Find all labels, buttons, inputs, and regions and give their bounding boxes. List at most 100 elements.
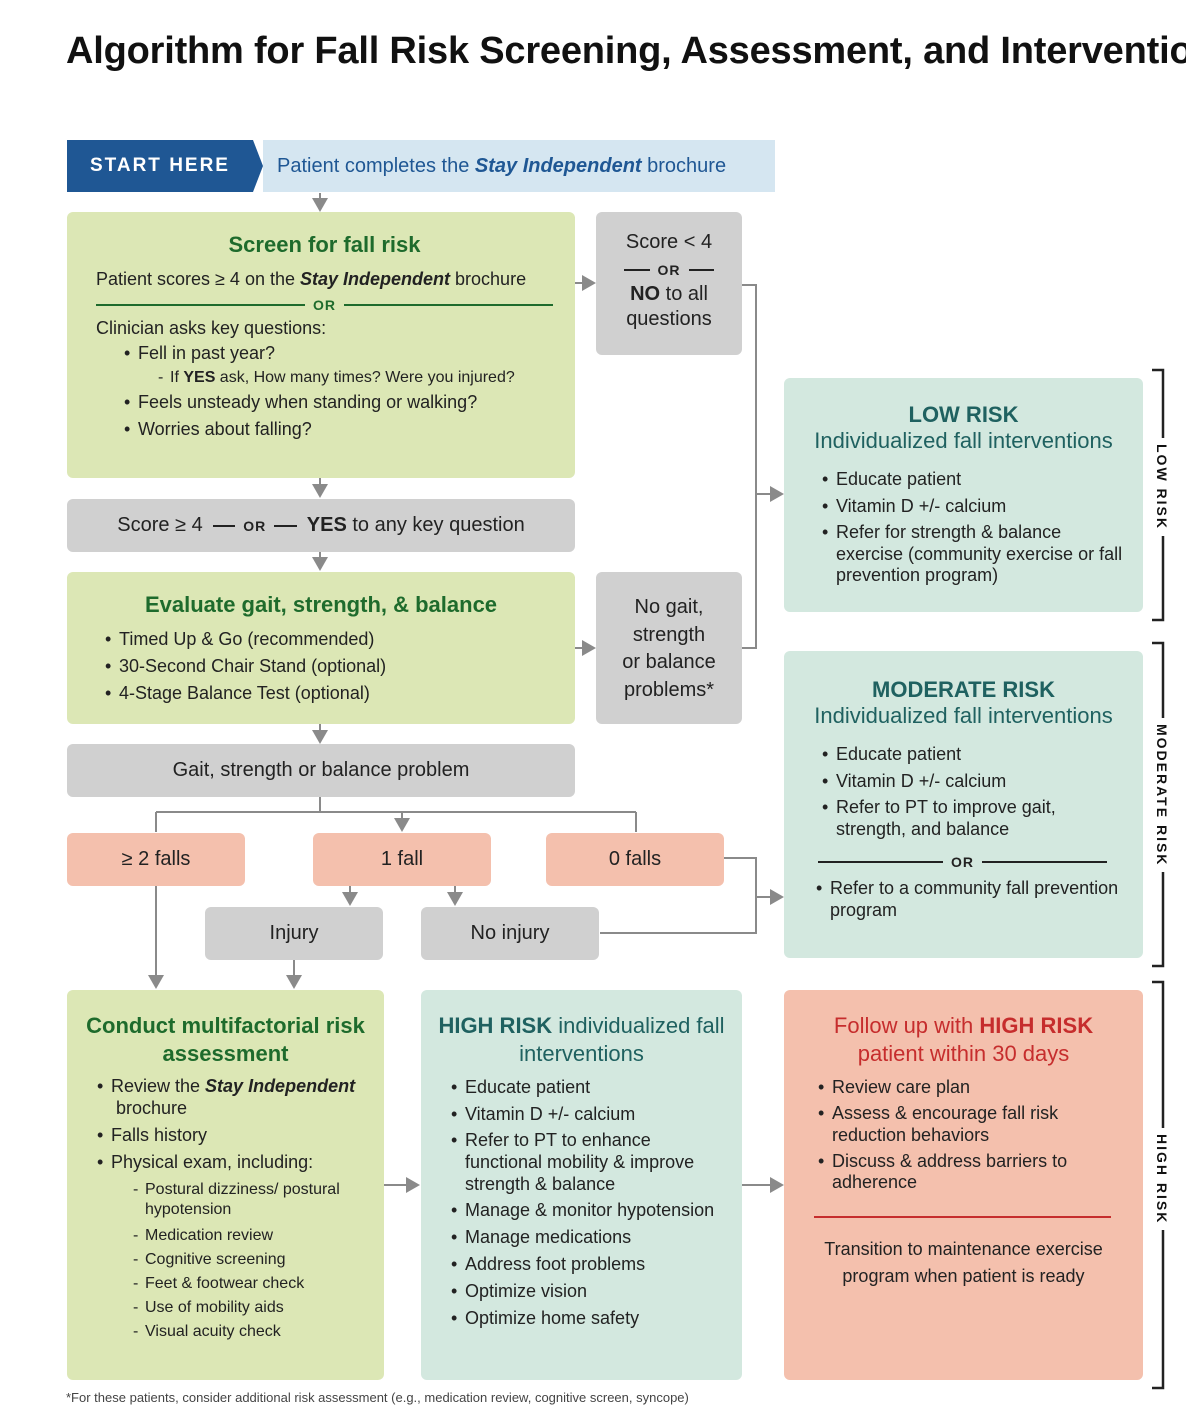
low-risk-subheading: Individualized fall interventions bbox=[814, 428, 1113, 453]
high-risk-item: Manage medications bbox=[451, 1226, 728, 1249]
evaluate-item: 4-Stage Balance Test (optional) bbox=[105, 682, 553, 705]
screen-heading: Screen for fall risk bbox=[228, 232, 421, 257]
multifactorial-box: Conduct multifactorial risk assessment R… bbox=[67, 990, 384, 1380]
high-risk-item: Educate patient bbox=[451, 1076, 728, 1099]
screen-line1-em: Stay Independent bbox=[300, 269, 451, 289]
start-text-pre: Patient completes the bbox=[277, 154, 475, 177]
review-em: Stay Independent bbox=[205, 1076, 356, 1097]
multifactorial-review: Review the Stay Independent brochure bbox=[97, 1076, 370, 1119]
moderate-or-label: OR bbox=[951, 854, 974, 871]
score-low-line2: NO to all bbox=[596, 282, 742, 308]
moderate-risk-box: MODERATE RISK Individualized fall interv… bbox=[784, 651, 1143, 958]
multifactorial-sub-item: Use of mobility aids bbox=[133, 1299, 370, 1317]
high-risk-box: HIGH RISK individualized fall interventi… bbox=[421, 990, 742, 1380]
multifactorial-sub-item: Cognitive screening bbox=[133, 1251, 370, 1269]
review-post: brochure bbox=[111, 1097, 188, 1118]
score-low-or: OR bbox=[624, 262, 714, 278]
followup-box: Follow up with HIGH RISK patient within … bbox=[784, 990, 1143, 1380]
evaluate-item: 30-Second Chair Stand (optional) bbox=[105, 655, 553, 678]
two-falls-box: ≥ 2 falls bbox=[67, 833, 245, 886]
no-injury-box: No injury bbox=[421, 907, 599, 960]
high-risk-item: Optimize vision bbox=[451, 1280, 728, 1303]
score-high-pre: Score ≥ 4 bbox=[117, 514, 203, 536]
screen-question-3: Worries about falling? bbox=[124, 418, 553, 441]
multifactorial-physical: Physical exam, including: bbox=[97, 1151, 370, 1174]
low-risk-item: Vitamin D +/- calcium bbox=[822, 495, 1125, 518]
screen-question-1-sub: If YES ask, How many times? Were you inj… bbox=[158, 369, 553, 387]
high-risk-item: Manage & monitor hypotension bbox=[451, 1199, 728, 1222]
no-gait-line: or balance bbox=[622, 651, 716, 674]
score-low-or-label: OR bbox=[657, 261, 681, 278]
score-high-post: to any key question bbox=[346, 514, 525, 536]
followup-heading-post: patient within 30 days bbox=[857, 1013, 1100, 1067]
low-risk-item: Educate patient bbox=[822, 468, 1125, 491]
low-risk-item: Refer for strength & balance exercise (c… bbox=[822, 522, 1125, 587]
followup-item: Discuss & address barriers to adherence bbox=[818, 1151, 1125, 1194]
start-text-post: brochure bbox=[641, 154, 727, 177]
evaluate-item: Timed Up & Go (recommended) bbox=[105, 628, 553, 651]
screen-or-divider: OR bbox=[96, 297, 553, 313]
footnote: *For these patients, consider additional… bbox=[66, 1390, 689, 1405]
moderate-risk-item: Vitamin D +/- calcium bbox=[822, 770, 1125, 793]
multifactorial-heading: Conduct multifactorial risk assessment bbox=[86, 1013, 365, 1067]
q1-sub-post: ask, How many times? Were you injured? bbox=[215, 369, 515, 387]
score-low-line3: questions bbox=[626, 308, 712, 331]
moderate-risk-item: Educate patient bbox=[822, 743, 1125, 766]
multifactorial-sub-item: Postural dizziness/ postural hypotension bbox=[133, 1180, 370, 1221]
high-risk-heading-bold: HIGH RISK bbox=[438, 1013, 553, 1038]
one-fall-box: 1 fall bbox=[313, 833, 491, 886]
score-high-or: OR bbox=[212, 517, 297, 534]
screen-or-label: OR bbox=[313, 297, 336, 314]
zero-falls-box: 0 falls bbox=[546, 833, 724, 886]
screen-fall-risk-box: Screen for fall risk Patient scores ≥ 4 … bbox=[67, 212, 575, 478]
score-high-box: Score ≥ 4 OR YES to any key question bbox=[67, 499, 575, 552]
injury-box: Injury bbox=[205, 907, 383, 960]
start-here-tag: START HERE bbox=[67, 140, 253, 192]
no-gait-line: No gait, bbox=[634, 596, 704, 618]
evaluate-heading: Evaluate gait, strength, & balance bbox=[144, 592, 498, 617]
score-high-yes-bold: YES bbox=[306, 514, 347, 536]
score-low-box: Score < 4 OR NO to all questions bbox=[596, 212, 742, 355]
followup-heading-pre: Follow up with bbox=[833, 1013, 980, 1038]
moderate-risk-heading: MODERATE RISK bbox=[872, 677, 1055, 702]
score-low-line1: Score < 4 bbox=[625, 231, 713, 253]
moderate-risk-alt: Refer to a community fall prevention pro… bbox=[816, 878, 1125, 921]
multifactorial-sub-item: Feet & footwear check bbox=[133, 1275, 370, 1293]
high-risk-heading-rest: individualized fall interventions bbox=[519, 1013, 731, 1067]
start-instruction: Patient completes the Stay Independent b… bbox=[263, 140, 775, 192]
multifactorial-sub-item: Medication review bbox=[133, 1227, 370, 1245]
side-label-high-risk: HIGH RISK bbox=[1154, 1128, 1170, 1231]
gait-problem-box: Gait, strength or balance problem bbox=[67, 744, 575, 797]
no-gait-line: problems* bbox=[623, 678, 715, 701]
high-risk-item: Optimize home safety bbox=[451, 1307, 728, 1330]
multifactorial-sub-item: Visual acuity check bbox=[133, 1323, 370, 1341]
page-title: Algorithm for Fall Risk Screening, Asses… bbox=[66, 30, 1186, 72]
q1-sub-pre: If bbox=[170, 369, 184, 387]
screen-line1-pre: Patient scores ≥ 4 on the bbox=[96, 269, 300, 289]
followup-item: Assess & encourage fall risk reduction b… bbox=[818, 1103, 1125, 1146]
followup-heading: Follow up with HIGH RISK patient within … bbox=[802, 1012, 1125, 1068]
review-pre: Review the bbox=[111, 1076, 206, 1097]
start-arrow-shape bbox=[253, 140, 263, 192]
screen-question-2: Feels unsteady when standing or walking? bbox=[124, 391, 553, 414]
q1-sub-bold: YES bbox=[183, 369, 216, 387]
multifactorial-falls-history: Falls history bbox=[97, 1124, 370, 1147]
followup-item: Review care plan bbox=[818, 1076, 1125, 1099]
score-low-no: NO bbox=[630, 282, 661, 305]
moderate-risk-item: Refer to PT to improve gait, strength, a… bbox=[822, 797, 1125, 840]
side-label-low-risk: LOW RISK bbox=[1154, 438, 1170, 536]
score-low-no-rest: to all bbox=[660, 282, 708, 305]
screen-line1-post: brochure bbox=[450, 269, 527, 289]
score-high-or-label: OR bbox=[243, 517, 267, 534]
high-risk-heading: HIGH RISK individualized fall interventi… bbox=[435, 1012, 728, 1068]
screen-question-1: Fell in past year? bbox=[124, 342, 553, 365]
score-high-yes: YES to any key question bbox=[307, 514, 525, 537]
high-risk-item: Address foot problems bbox=[451, 1253, 728, 1276]
evaluate-gait-box: Evaluate gait, strength, & balance Timed… bbox=[67, 572, 575, 724]
moderate-or-divider: OR bbox=[818, 854, 1107, 870]
low-risk-box: LOW RISK Individualized fall interventio… bbox=[784, 378, 1143, 612]
side-label-moderate-risk: MODERATE RISK bbox=[1154, 718, 1170, 873]
start-text-em: Stay Independent bbox=[474, 154, 642, 177]
followup-divider bbox=[814, 1215, 1111, 1218]
low-risk-heading: LOW RISK bbox=[908, 402, 1019, 427]
